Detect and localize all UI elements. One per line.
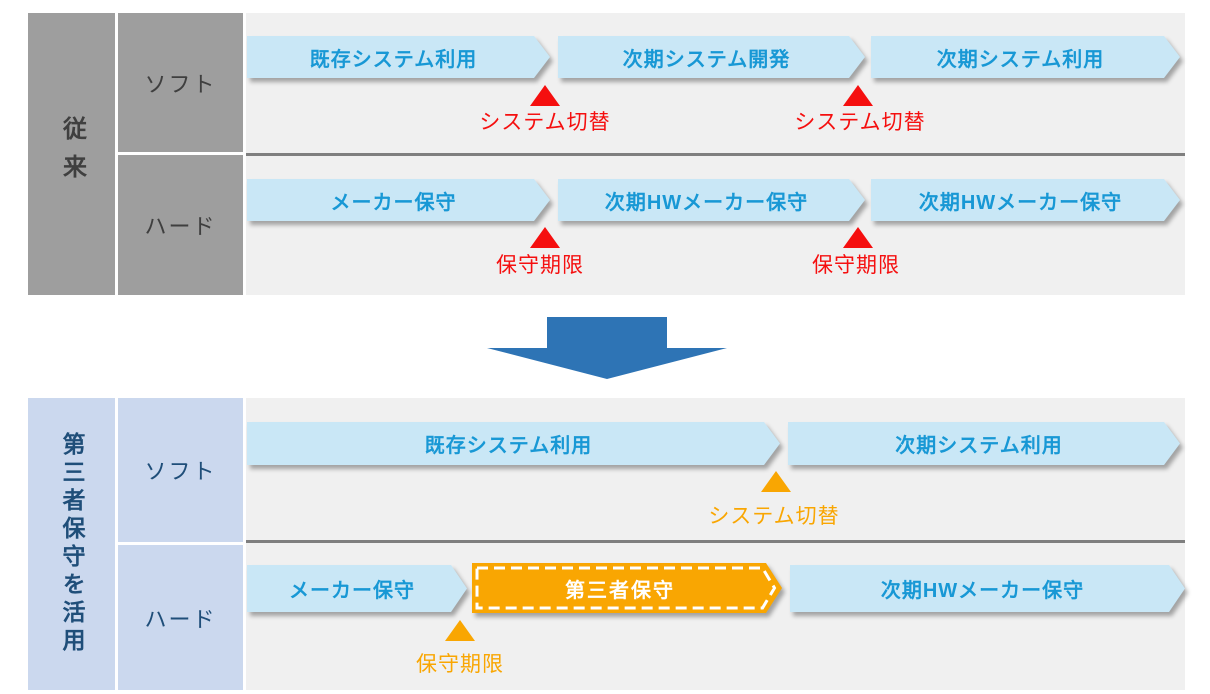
arrow-next-system-dev-traditional: 次期システム開発 <box>558 36 865 78</box>
row-label-soft-thirdparty: ソフト <box>118 398 243 542</box>
arrow-label: 次期HWメーカー保守 <box>880 580 1085 602</box>
section-thirdparty-header: 第三者保守を活用 <box>28 398 115 690</box>
arrow-label: 既存システム利用 <box>309 48 478 71</box>
marker-maintenance-deadline-1: 保守期限 <box>496 254 584 277</box>
arrow-label: 第三者保守 <box>565 579 675 602</box>
arrow-next-hw-maintenance-thirdparty: 次期HWメーカー保守 <box>790 565 1185 612</box>
arrow-label: 次期HWメーカー保守 <box>604 191 809 214</box>
section-traditional-label: 従来 <box>58 116 86 192</box>
arrow-label: メーカー保守 <box>289 580 415 602</box>
lane-soft-traditional <box>246 13 1185 153</box>
section-traditional-header: 従来 <box>28 13 115 295</box>
row-label-hard-traditional-text: ハード <box>144 214 217 239</box>
row-label-hard-thirdparty: ハード <box>118 545 243 690</box>
arrow-existing-system-use-traditional: 既存システム利用 <box>247 36 550 78</box>
lane-hard-traditional <box>246 156 1185 295</box>
arrow-label: 次期システム利用 <box>936 48 1105 71</box>
arrow-label: 次期HWメーカー保守 <box>918 191 1123 214</box>
arrow-maker-maintenance-thirdparty: メーカー保守 <box>247 565 467 612</box>
row-label-soft-thirdparty-text: ソフト <box>144 459 217 484</box>
row-label-soft-traditional: ソフト <box>118 13 243 152</box>
lane-soft-thirdparty <box>246 398 1185 540</box>
row-label-hard-traditional: ハード <box>118 155 243 295</box>
section-thirdparty-label: 第三者保守を活用 <box>59 432 85 656</box>
arrow-thirdparty-maintenance-highlight: 第三者保守 <box>472 563 782 613</box>
arrow-label: 既存システム利用 <box>424 435 593 457</box>
arrow-label: メーカー保守 <box>330 191 457 214</box>
row-label-soft-traditional-text: ソフト <box>144 71 217 97</box>
arrow-next-system-use-traditional: 次期システム利用 <box>871 36 1180 78</box>
arrow-label: 次期システム利用 <box>895 435 1063 457</box>
marker-system-switch-thirdparty: システム切替 <box>708 505 840 528</box>
arrow-next-hw-maintenance-1-traditional: 次期HWメーカー保守 <box>558 179 865 221</box>
arrow-existing-system-use-thirdparty: 既存システム利用 <box>247 422 780 465</box>
arrow-next-system-use-thirdparty: 次期システム利用 <box>788 422 1180 465</box>
lane-separator-thirdparty <box>246 540 1185 543</box>
marker-maintenance-deadline-thirdparty: 保守期限 <box>416 653 504 676</box>
down-arrow-icon <box>487 317 727 379</box>
arrow-maker-maintenance-traditional: メーカー保守 <box>247 179 550 221</box>
marker-system-switch-2: システム切替 <box>794 111 926 134</box>
arrow-next-hw-maintenance-2-traditional: 次期HWメーカー保守 <box>871 179 1180 221</box>
highlight-arrow-shape <box>472 563 782 613</box>
lane-separator-traditional <box>246 153 1185 156</box>
marker-maintenance-deadline-2: 保守期限 <box>812 254 900 277</box>
row-label-hard-thirdparty-text: ハード <box>144 606 217 632</box>
marker-system-switch-1: システム切替 <box>479 111 611 134</box>
arrow-label: 次期システム開発 <box>622 48 791 71</box>
